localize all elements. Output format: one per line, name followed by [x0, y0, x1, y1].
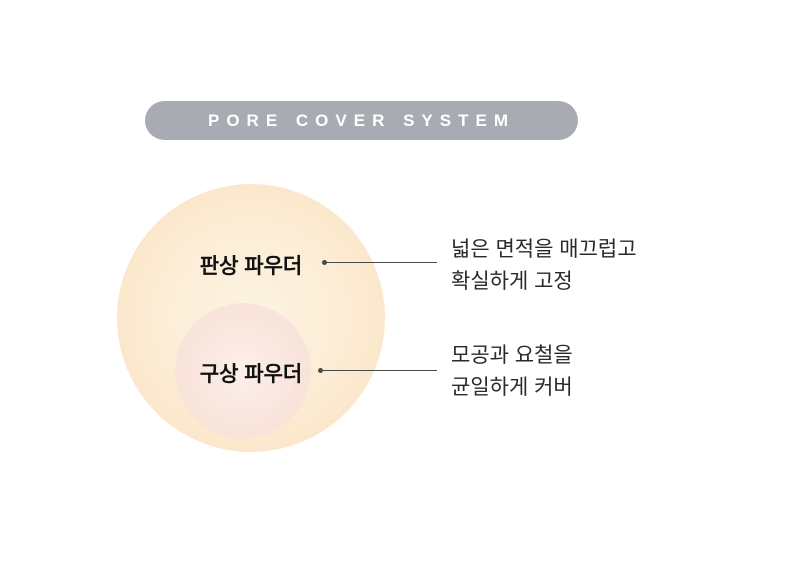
- inner-circle-label: 구상 파우더: [199, 363, 303, 386]
- outer-description-line-2: 확실하게 고정: [451, 270, 573, 293]
- connector-dot-outer: [322, 260, 327, 265]
- connector-line-outer: [322, 260, 437, 265]
- outer-circle-description: 넓은 면적을 매끄럽고 확실하게 고정: [451, 234, 637, 298]
- inner-description-line-2: 균일하게 커버: [451, 376, 573, 399]
- title-badge-label: PORE COVER SYSTEM: [208, 110, 515, 130]
- inner-powder-circle: [175, 303, 311, 439]
- inner-circle-description: 모공과 요철을 균일하게 커버: [451, 340, 573, 404]
- title-badge: PORE COVER SYSTEM: [145, 101, 578, 140]
- outer-description-line-1: 넓은 면적을 매끄럽고: [451, 238, 637, 261]
- outer-circle-label: 판상 파우더: [199, 255, 303, 278]
- inner-description-line-1: 모공과 요철을: [451, 344, 573, 367]
- connector-dot-inner: [318, 368, 323, 373]
- connector-line-inner: [318, 368, 437, 373]
